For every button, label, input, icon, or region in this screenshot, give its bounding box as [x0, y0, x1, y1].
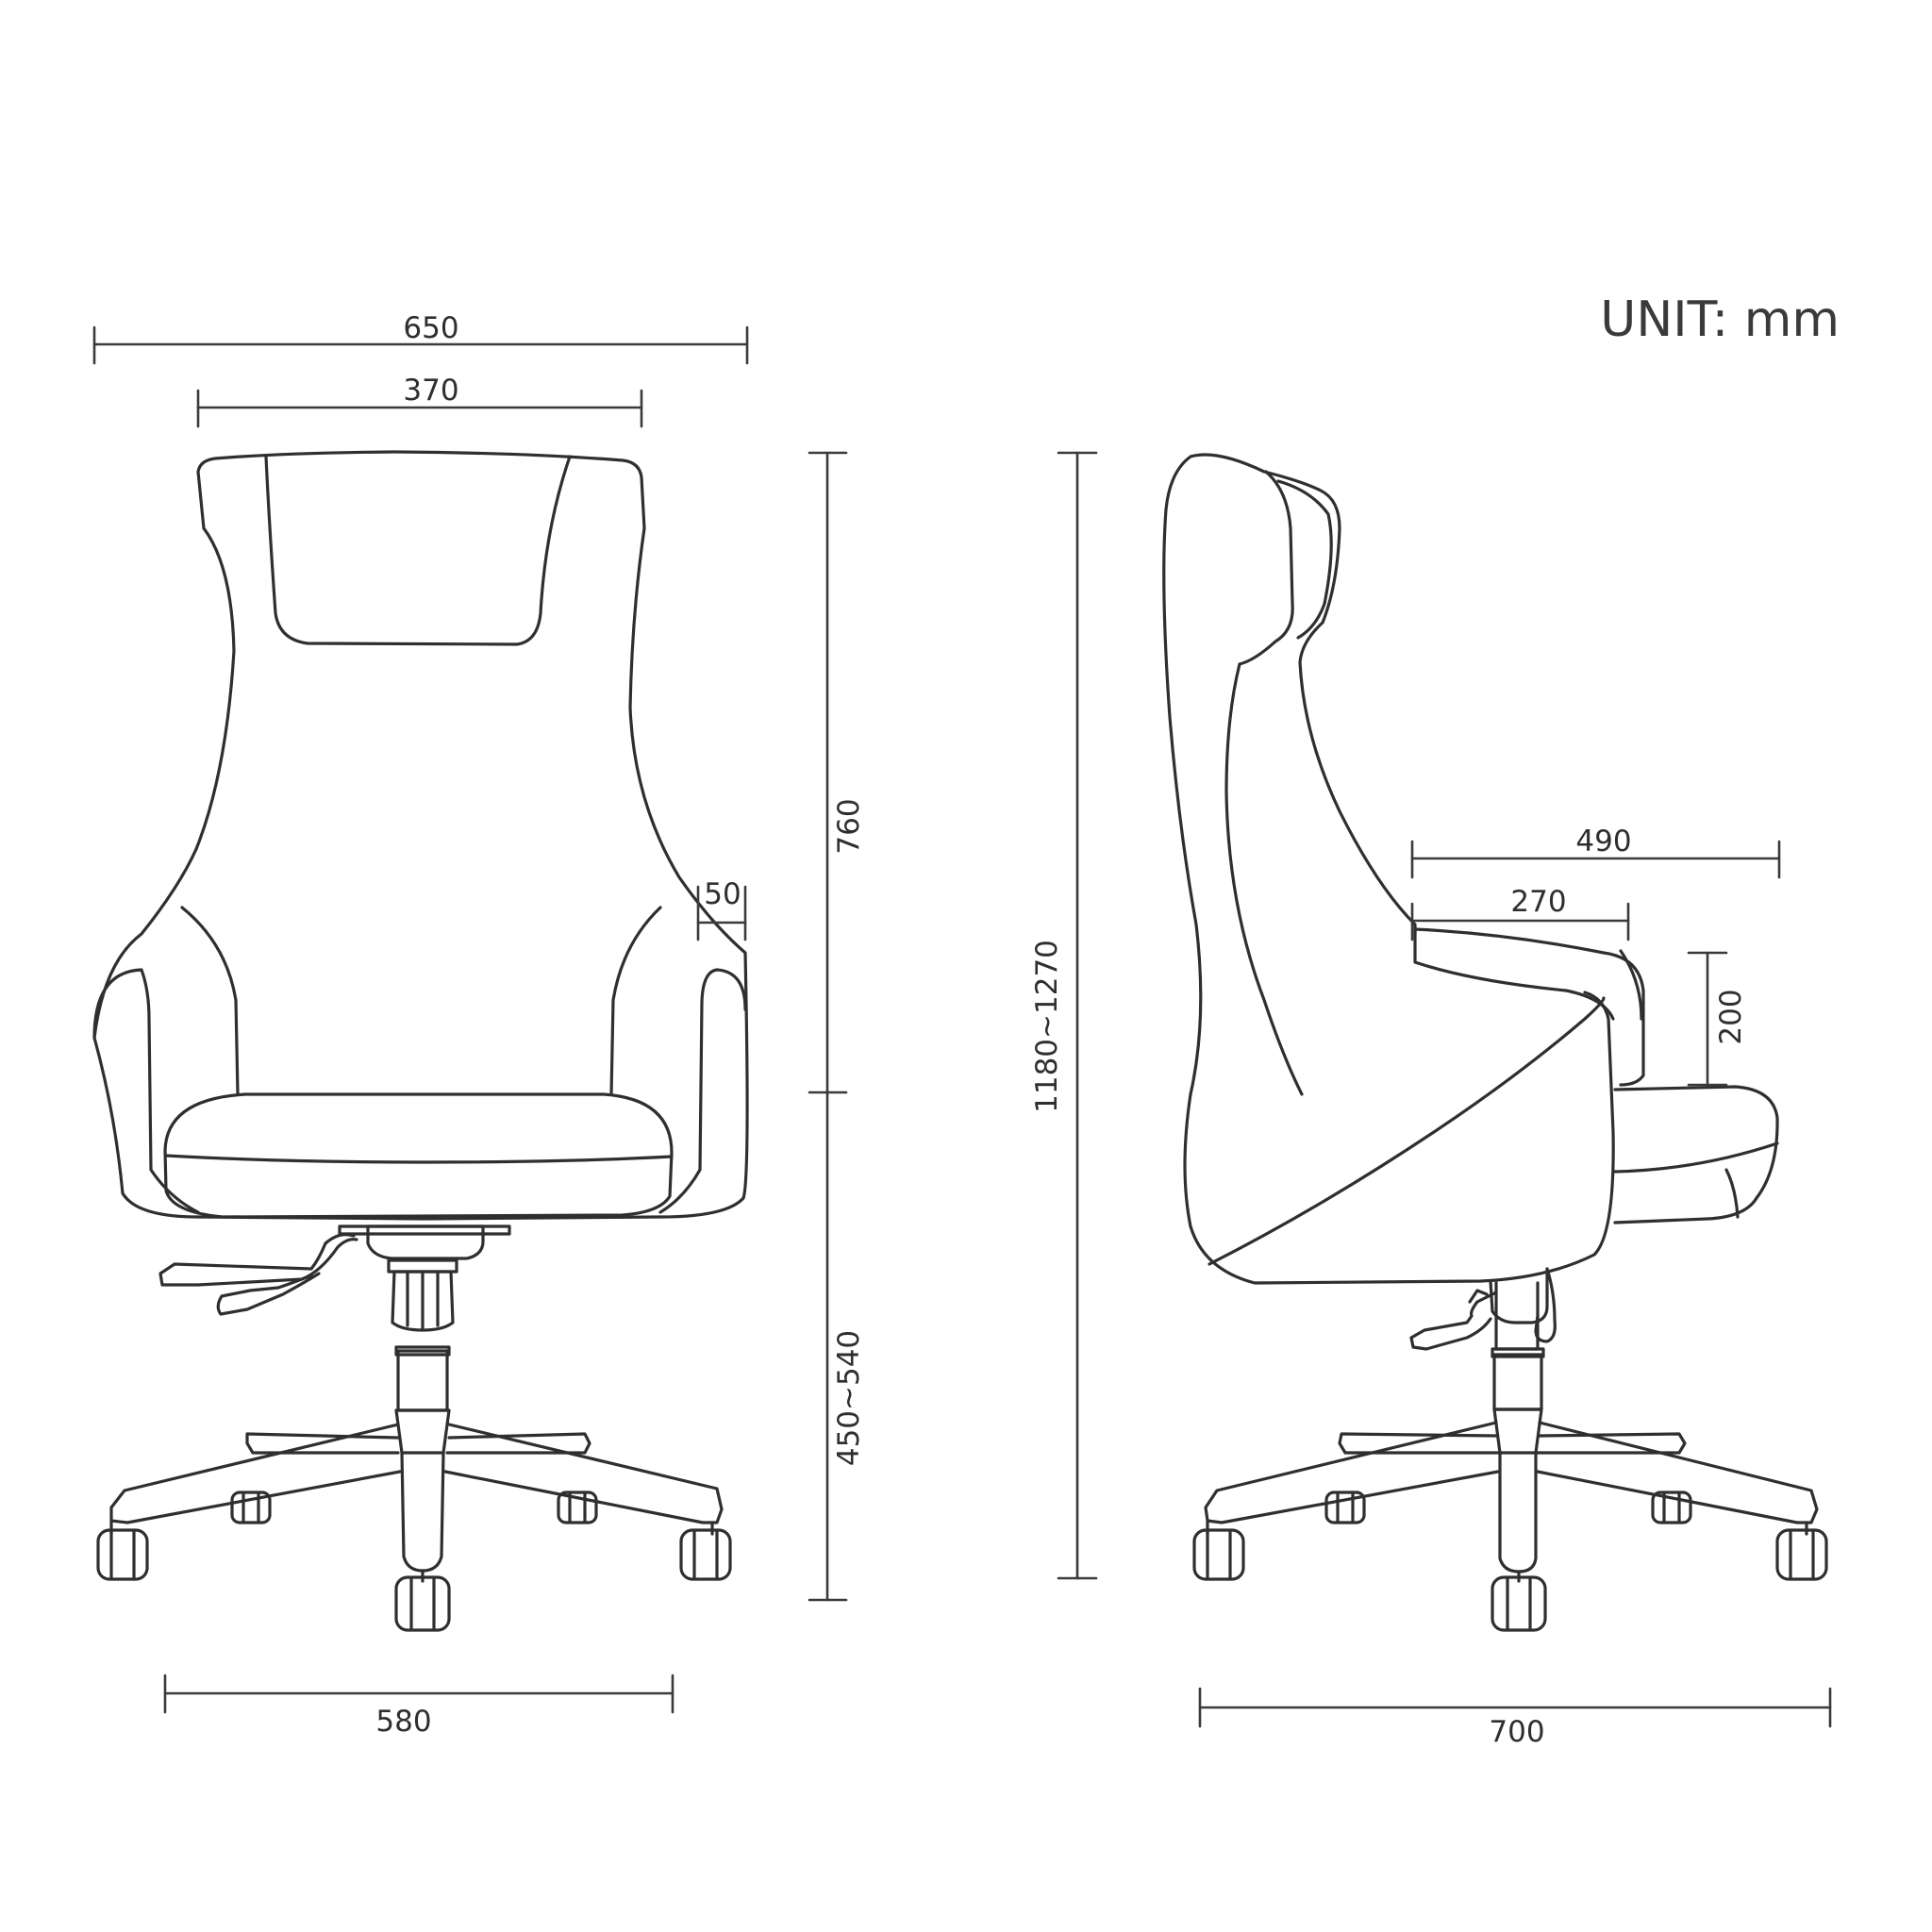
side-caster-left	[1192, 1519, 1245, 1581]
side-arm-diagonal	[1208, 996, 1606, 1266]
side-gas-lift-ring	[1491, 1347, 1545, 1358]
front-mechanism	[366, 1224, 485, 1260]
dim-overall-width-label: 650	[403, 311, 458, 345]
side-base-leg-back-left	[1338, 1432, 1500, 1455]
front-base-leg-right	[443, 1423, 724, 1524]
dim-backrest-height-label: 760	[832, 798, 866, 854]
side-caster-back-right	[1651, 1491, 1692, 1524]
dim-armrest-length-label: 270	[1510, 885, 1566, 919]
front-caster-center	[394, 1569, 451, 1632]
front-gas-lift-ring	[394, 1345, 451, 1357]
side-lever-top	[1468, 1289, 1489, 1304]
front-base-leg-back-right	[445, 1432, 591, 1455]
side-knob	[1534, 1267, 1557, 1343]
front-caster-back-left	[230, 1491, 272, 1524]
front-right-arm-side	[658, 1000, 704, 1214]
dim-base-depth-label: 700	[1489, 1715, 1544, 1749]
dim-armrest-width: 50	[696, 877, 747, 941]
dim-total-height: 1180~1270	[1030, 451, 1098, 1580]
side-seat-seam	[1613, 1141, 1779, 1219]
front-base-leg-back-left	[245, 1432, 400, 1455]
side-caster-back-left	[1324, 1491, 1366, 1524]
front-caster-right	[679, 1521, 732, 1581]
dim-seat-depth-label: 490	[1575, 824, 1631, 858]
dim-backrest-width: 370	[196, 374, 643, 428]
side-caster-right	[1775, 1521, 1828, 1581]
front-lever-handle	[158, 1233, 358, 1287]
front-base-leg-center	[400, 1451, 445, 1573]
dim-base-depth: 700	[1198, 1687, 1832, 1749]
side-seat-cushion	[1613, 1085, 1779, 1224]
front-left-inner-arm	[180, 906, 240, 1096]
front-sleeve-ribs	[406, 1272, 440, 1330]
front-seat-seam	[164, 1154, 674, 1164]
front-mechanism-plate	[338, 1224, 511, 1236]
front-caster-back-right	[557, 1491, 598, 1524]
front-right-arm-top	[700, 968, 747, 1011]
side-view	[1162, 453, 1828, 1632]
dim-base-width-label: 580	[375, 1705, 431, 1739]
front-gas-lift-sleeve	[391, 1270, 455, 1332]
side-armrest	[1413, 927, 1645, 1087]
front-headrest-pad	[264, 455, 572, 646]
front-lever-knob	[216, 1272, 321, 1316]
front-left-arm-side	[147, 1017, 200, 1214]
side-caster-center	[1491, 1570, 1547, 1632]
side-back-inner	[1224, 662, 1304, 1096]
front-gas-lift-collar	[387, 1258, 458, 1274]
dim-front-vertical: 760 450~540	[808, 451, 866, 1602]
side-lever	[1409, 1291, 1498, 1351]
front-caster-left	[96, 1519, 149, 1581]
side-base-leg-right	[1536, 1421, 1819, 1524]
front-gas-lift-cylinder	[396, 1349, 449, 1412]
dim-total-height-label: 1180~1270	[1030, 940, 1064, 1113]
side-base-leg-center	[1498, 1451, 1538, 1574]
dim-armrest-height: 200	[1687, 951, 1748, 1087]
side-base-hub	[1492, 1407, 1543, 1455]
front-right-inner-arm	[609, 906, 662, 1096]
dim-seat-depth: 490	[1410, 824, 1781, 879]
side-gas-lift-cylinder	[1492, 1353, 1543, 1411]
side-dimensions: 1180~1270 490 270 200 700	[1030, 451, 1832, 1749]
front-backrest-shell	[92, 450, 749, 1221]
dim-seat-height-label: 450~540	[832, 1330, 866, 1466]
front-base-leg-left	[109, 1423, 402, 1524]
dim-backrest-width-label: 370	[403, 374, 458, 408]
front-view	[92, 450, 749, 1632]
front-left-arm-top	[92, 968, 151, 1040]
side-base-leg-back-right	[1536, 1432, 1687, 1455]
side-backrest-shell	[1162, 453, 1615, 1285]
dim-armrest-height-label: 200	[1714, 989, 1748, 1044]
side-headrest-inner	[1276, 479, 1333, 640]
front-seat-cushion	[163, 1092, 674, 1219]
unit-label: UNIT: mm	[1600, 291, 1840, 348]
side-headrest-pad	[1238, 470, 1294, 666]
front-base-hub	[394, 1408, 451, 1455]
side-base-leg-left	[1204, 1421, 1500, 1524]
dim-armrest-width-label: 50	[704, 877, 741, 911]
side-armrest-back	[1619, 949, 1643, 1021]
side-gas-lift-sleeve	[1494, 1281, 1540, 1351]
dim-overall-width: 650	[92, 311, 749, 365]
dim-base-width: 580	[163, 1674, 675, 1739]
dim-armrest-length: 270	[1410, 885, 1630, 941]
front-dimensions: 650 370 50 760 450~540	[92, 311, 866, 1739]
